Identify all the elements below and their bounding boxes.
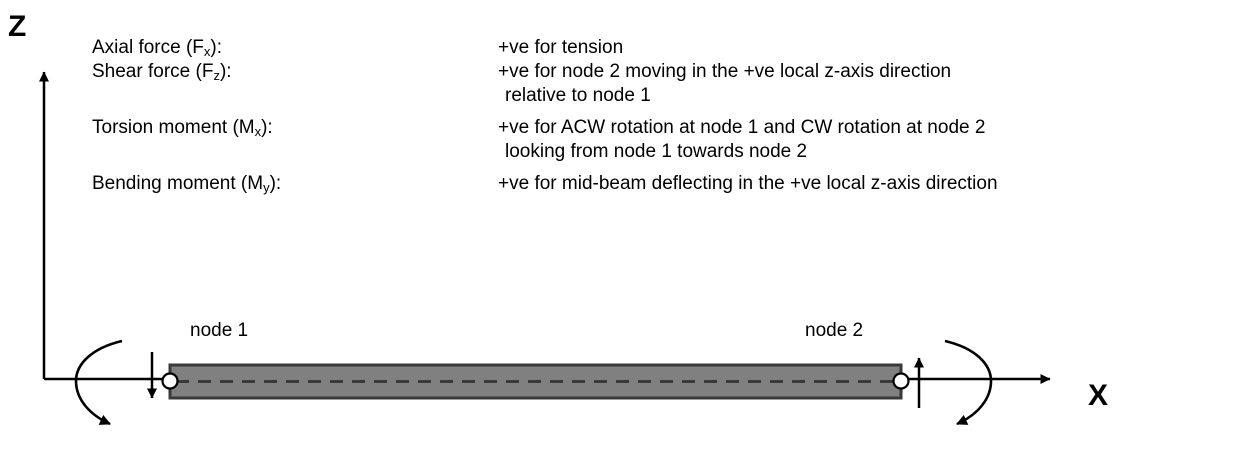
node-2-label: node 2	[805, 320, 864, 341]
node-1-torsion-arrow	[74, 339, 123, 426]
table-row: looking from node 1 towards node 2	[92, 140, 1205, 163]
bending-moment-name-text: Bending moment (M	[92, 173, 264, 194]
shear-force-subscript: z	[213, 68, 220, 83]
node-1-label: node 1	[190, 320, 249, 341]
shear-force-name: Shear force (Fz):	[92, 60, 498, 84]
beam-member	[168, 363, 903, 400]
axial-force-name-text: Axial force (F	[92, 37, 204, 58]
axial-force-name-tail: ):	[210, 37, 223, 58]
table-row: Torsion moment (Mx): +ve for ACW rotatio…	[92, 116, 1205, 140]
z-axis-label: Z	[8, 10, 27, 43]
torsion-moment-name: Torsion moment (Mx):	[92, 116, 498, 140]
table-row: relative to node 1	[92, 84, 1205, 107]
axial-force-description: +ve for tension	[498, 37, 624, 58]
torsion-moment-description: +ve for ACW rotation at node 1 and CW ro…	[498, 117, 986, 138]
torsion-moment-subscript: x	[254, 124, 262, 139]
sign-convention-table: Axial force (Fx): +ve for tension Shear …	[92, 36, 1205, 196]
shear-force-description-cont: relative to node 1	[505, 85, 651, 106]
bending-moment-name: Bending moment (My):	[92, 172, 498, 196]
bending-moment-subscript: y	[263, 180, 270, 195]
table-row: Bending moment (My): +ve for mid-beam de…	[92, 172, 1205, 196]
bending-moment-description: +ve for mid-beam deflecting in the +ve l…	[498, 173, 998, 194]
table-row: Axial force (Fx): +ve for tension	[92, 36, 1205, 60]
axial-force-subscript: x	[203, 44, 211, 59]
node-2-torsion-arrow	[944, 339, 993, 426]
shear-force-description: +ve for node 2 moving in the +ve local z…	[498, 61, 952, 82]
x-axis-label: X	[1088, 379, 1109, 412]
axial-force-name: Axial force (Fx):	[92, 36, 498, 60]
torsion-moment-name-tail: ):	[261, 117, 273, 138]
shear-force-name-text: Shear force (F	[92, 61, 214, 82]
node-2-marker	[892, 372, 910, 390]
bending-moment-name-tail: ):	[269, 173, 282, 194]
node-1-marker	[161, 372, 179, 390]
torsion-moment-name-text: Torsion moment (M	[92, 117, 255, 138]
shear-force-name-tail: ):	[219, 61, 232, 82]
torsion-moment-description-cont: looking from node 1 towards node 2	[505, 141, 808, 162]
table-row: Shear force (Fz): +ve for node 2 moving …	[92, 60, 1205, 84]
